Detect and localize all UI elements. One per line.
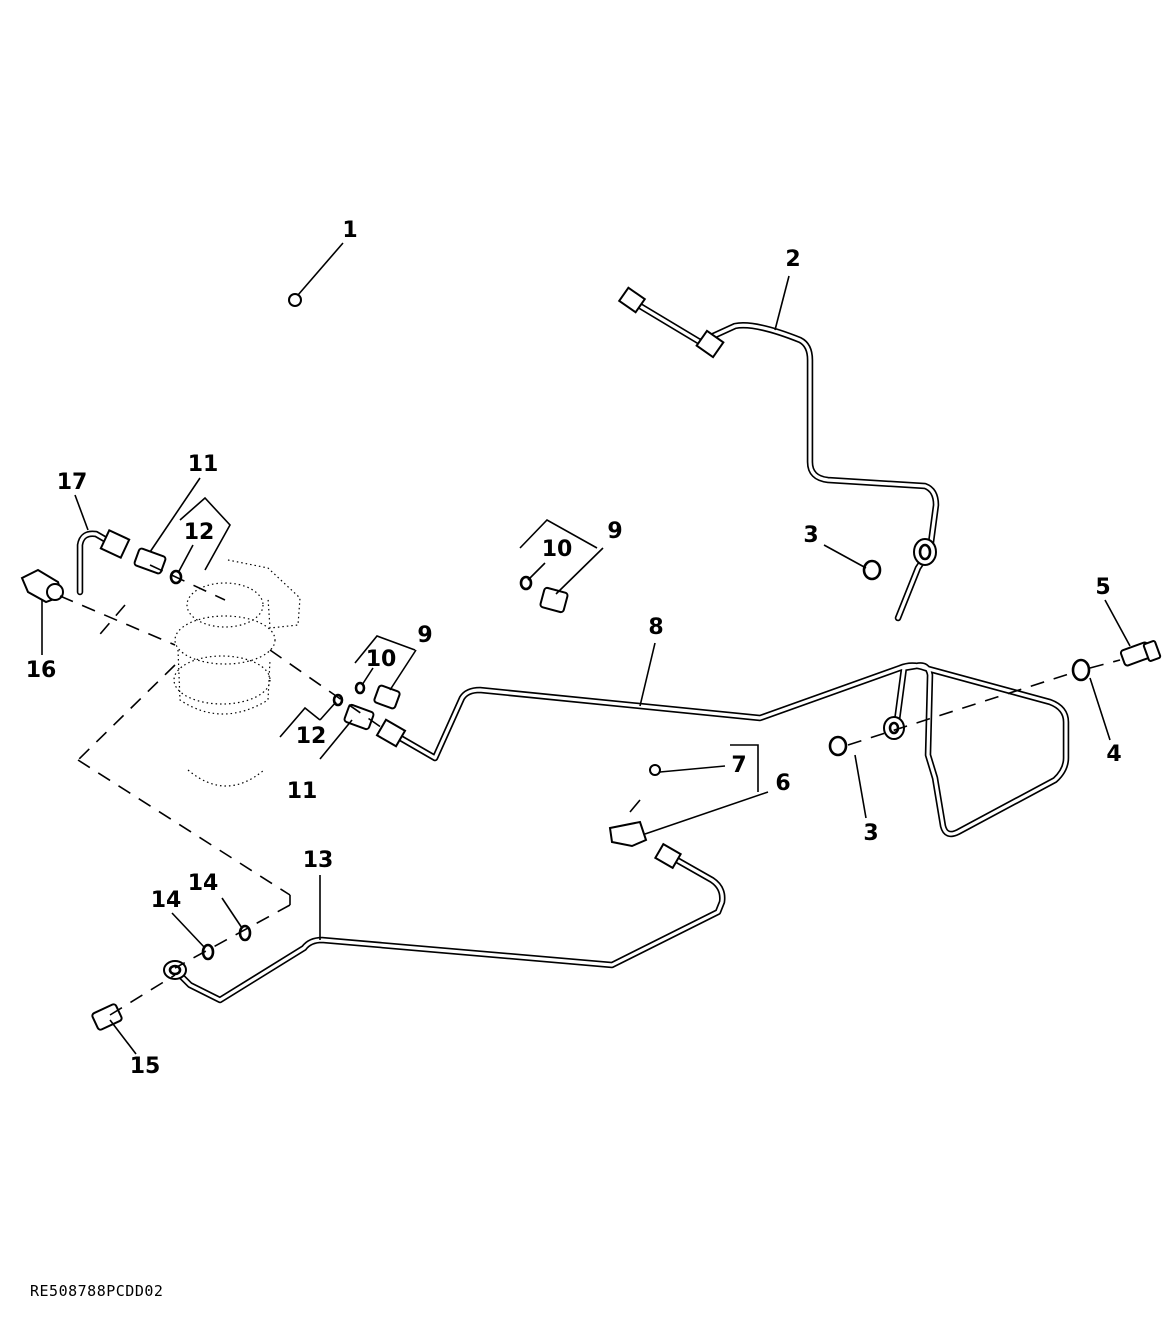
callout-13: 13 [302,848,334,873]
callout-17: 17 [56,470,88,495]
part-17-elbow-pipe [76,528,131,596]
callout-12: 12 [295,724,327,749]
callout-9: 9 [607,519,623,544]
part-11-12-fittings-upper [133,547,183,585]
callout-1: 1 [342,218,358,243]
figure-reference-code: RE508788PCDD02 [30,1282,164,1300]
leader-lines [41,242,1131,1055]
part-5-banjo-bolt [1119,640,1162,667]
callout-15: 15 [129,1054,161,1079]
callout-10: 10 [541,537,573,562]
callout-14: 14 [187,871,219,896]
callout-10: 10 [365,647,397,672]
callout-11: 11 [286,779,318,804]
callout-6: 6 [775,771,791,796]
part-8-fuel-pipe [375,662,1070,838]
part-13-fuel-pipe [163,842,726,1004]
part-6-7-clamp [608,764,661,848]
part-2-fuel-pipe [617,286,940,622]
callout-14: 14 [150,888,182,913]
callout-3: 3 [803,523,819,548]
callout-11: 11 [187,452,219,477]
alignment-lines [59,564,1121,1016]
callout-16: 16 [25,658,57,683]
callout-5: 5 [1095,575,1111,600]
part-9-10-11-12-fittings-lower [332,681,401,731]
callout-3: 3 [863,821,879,846]
callout-7: 7 [731,753,747,778]
callout-12: 12 [183,520,215,545]
pump-housing-outline [173,559,301,787]
callout-4: 4 [1106,742,1122,767]
part-9-10-plug-upper [519,575,569,614]
part-1-fitting [288,293,302,307]
part-4-washer [1071,658,1091,682]
part-3-washers [828,559,882,757]
part-16-elbow-fitting [20,568,64,604]
callout-8: 8 [648,615,664,640]
callout-9: 9 [417,623,433,648]
callout-2: 2 [785,247,801,272]
